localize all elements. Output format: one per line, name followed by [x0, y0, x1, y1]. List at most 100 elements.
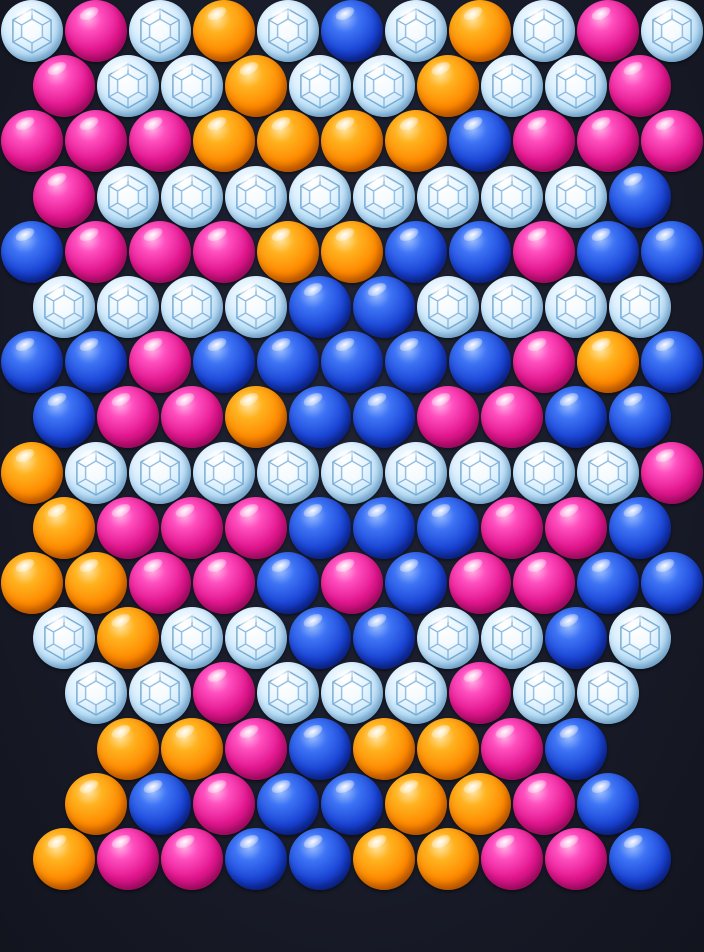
orange-bubble — [225, 55, 287, 118]
diamond-bubble — [129, 441, 191, 504]
bubble-highlight — [589, 335, 613, 354]
diamond-bubble — [417, 165, 479, 228]
bubble-highlight — [77, 114, 101, 134]
diamond-bubble — [577, 662, 639, 725]
diamond-bubble — [33, 607, 95, 670]
diamond-icon — [268, 670, 308, 717]
bubble-highlight — [301, 280, 325, 299]
diamond-bubble — [161, 55, 223, 118]
bubble-highlight — [461, 666, 485, 686]
bubble-highlight — [333, 335, 357, 354]
orange-bubble — [97, 717, 159, 780]
bubble-highlight — [77, 777, 101, 796]
orange-bubble — [257, 220, 319, 283]
bubble-highlight — [461, 4, 485, 23]
blue-bubble — [449, 331, 511, 394]
bubble-highlight — [589, 777, 613, 796]
bubble-highlight — [621, 501, 645, 520]
bubble-highlight — [205, 4, 229, 23]
pink-bubble — [481, 828, 543, 890]
bubble-highlight — [237, 832, 261, 851]
pink-bubble — [65, 0, 127, 62]
diamond-bubble — [33, 276, 95, 338]
bubble-highlight — [429, 501, 453, 520]
diamond-icon — [588, 670, 628, 717]
orange-bubble — [65, 552, 127, 614]
bubble-highlight — [109, 390, 133, 410]
bubble-highlight — [525, 777, 549, 796]
diamond-bubble — [129, 0, 191, 62]
bubble-highlight — [333, 556, 357, 575]
blue-bubble — [321, 772, 383, 835]
pink-bubble — [545, 828, 607, 890]
diamond-bubble — [97, 55, 159, 118]
pink-bubble — [97, 496, 159, 559]
blue-bubble — [353, 496, 415, 559]
diamond-icon — [524, 670, 564, 717]
diamond-bubble — [1, 0, 63, 62]
bubble-highlight — [557, 390, 581, 410]
bubble-highlight — [77, 4, 101, 23]
pink-bubble — [513, 772, 575, 835]
bubble-highlight — [525, 114, 549, 134]
diamond-bubble — [321, 662, 383, 725]
orange-bubble — [353, 828, 415, 890]
pink-bubble — [513, 552, 575, 614]
pink-bubble — [129, 552, 191, 614]
bubble-highlight — [109, 611, 133, 630]
bubble-highlight — [45, 169, 69, 189]
bubble-highlight — [365, 280, 389, 299]
blue-bubble — [577, 220, 639, 283]
diamond-icon — [396, 670, 436, 717]
bubble-highlight — [301, 832, 325, 851]
diamond-bubble — [65, 441, 127, 504]
diamond-bubble — [257, 0, 319, 62]
blue-bubble — [641, 331, 703, 394]
diamond-icon — [140, 670, 180, 717]
pink-bubble — [97, 386, 159, 449]
bubble-highlight — [109, 832, 133, 851]
orange-bubble — [193, 0, 255, 62]
bubble-highlight — [45, 501, 69, 520]
diamond-bubble — [577, 441, 639, 504]
diamond-bubble — [257, 441, 319, 504]
bubble-highlight — [141, 777, 165, 796]
bubble-highlight — [461, 556, 485, 575]
bubble-highlight — [205, 225, 229, 244]
bubble-highlight — [397, 777, 421, 796]
bubble-highlight — [493, 501, 517, 520]
bubble-highlight — [13, 556, 37, 575]
blue-bubble — [257, 552, 319, 614]
orange-bubble — [1, 552, 63, 614]
diamond-bubble — [609, 607, 671, 670]
bubble-highlight — [333, 114, 357, 134]
bubble-highlight — [621, 59, 645, 78]
diamond-bubble — [545, 276, 607, 338]
diamond-bubble — [161, 165, 223, 228]
bubble-highlight — [205, 114, 229, 134]
bubble-highlight — [77, 556, 101, 575]
bubble-highlight — [269, 556, 293, 575]
bubble-highlight — [429, 390, 453, 410]
blue-bubble — [609, 496, 671, 559]
bubble-highlight — [173, 832, 197, 851]
orange-bubble — [33, 828, 95, 890]
pink-bubble — [545, 496, 607, 559]
bubble-highlight — [493, 832, 517, 851]
bubble-highlight — [77, 225, 101, 244]
pink-bubble — [33, 165, 95, 228]
diamond-bubble — [513, 0, 575, 62]
bubble-highlight — [653, 114, 677, 134]
bubble-highlight — [621, 832, 645, 851]
pink-bubble — [129, 220, 191, 283]
blue-bubble — [353, 276, 415, 338]
bubble-highlight — [429, 721, 453, 741]
blue-bubble — [577, 552, 639, 614]
diamond-bubble — [129, 662, 191, 725]
bubble-highlight — [141, 335, 165, 354]
orange-bubble — [193, 110, 255, 173]
orange-bubble — [577, 331, 639, 394]
bubble-highlight — [333, 777, 357, 796]
pink-bubble — [225, 717, 287, 780]
